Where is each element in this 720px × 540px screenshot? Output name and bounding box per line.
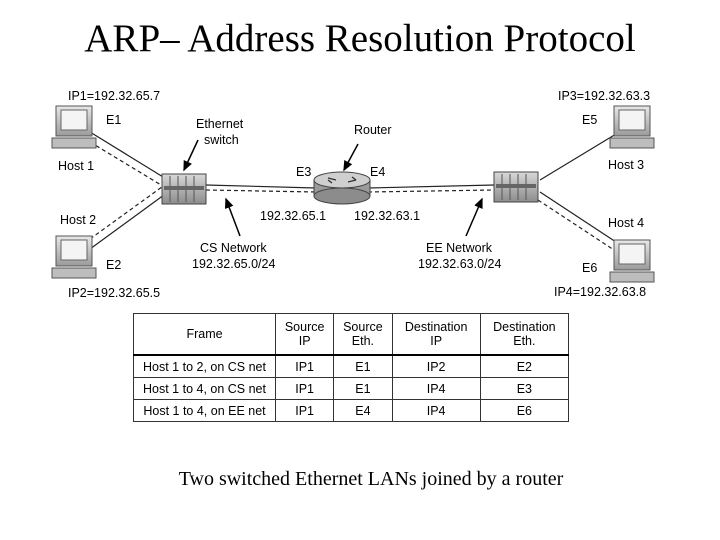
slide-caption: Two switched Ethernet LANs joined by a r… <box>178 468 564 490</box>
cell-source-eth: E1 <box>333 377 393 400</box>
ip1-label: IP1=192.32.65.7 <box>68 89 161 103</box>
arrow-ee-network <box>465 197 483 237</box>
header-destination-eth-line1: Destination <box>493 319 556 334</box>
arrow-router <box>343 143 359 172</box>
cell-destination-ip: IP4 <box>391 399 481 422</box>
cell-source-ip: IP1 <box>274 399 335 422</box>
table-row: Host 1 to 2, on CS net IP1 E1 IP2 E2 <box>133 354 570 378</box>
link-host1-switch1-dashed <box>89 141 167 189</box>
header-source-ip-line2: IP <box>298 334 311 348</box>
link-router-switch2 <box>367 184 495 189</box>
cell-destination-eth: E6 <box>479 399 570 422</box>
slide-title: ARP– Address Resolution Protocol <box>84 17 636 60</box>
host4-label: Host 4 <box>608 216 645 230</box>
table-row: Host 1 to 4, on EE net IP1 E4 IP4 E6 <box>133 399 570 422</box>
host2-computer-icon <box>51 235 97 279</box>
cell-source-eth: E1 <box>333 354 393 378</box>
arrow-cs-network <box>224 197 241 237</box>
header-destination-eth-line2: Eth. <box>513 334 536 348</box>
switch-ee-icon <box>493 171 539 203</box>
router-label: Router <box>354 123 392 137</box>
router-icon <box>313 171 371 205</box>
cell-destination-ip: IP4 <box>391 377 481 400</box>
ip4-label: IP4=192.32.63.8 <box>554 285 647 299</box>
link-host2-switch1 <box>89 191 169 250</box>
link-switch1-router-dashed <box>205 189 317 193</box>
e1-label: E1 <box>106 113 122 127</box>
link-host1-switch1 <box>89 131 169 181</box>
switch-cs-icon <box>161 173 207 205</box>
cell-frame: Host 1 to 4, on EE net <box>133 399 276 422</box>
router-ip-cs: 192.32.65.1 <box>260 209 327 223</box>
link-switch1-router <box>205 184 317 189</box>
link-switch2-host3 <box>539 133 617 181</box>
host3-computer-icon <box>609 105 655 149</box>
cell-source-ip: IP1 <box>274 377 335 400</box>
header-source-eth-line1: Source <box>343 319 383 334</box>
host2-label: Host 2 <box>60 213 97 227</box>
link-switch2-host4-dashed <box>537 199 615 251</box>
e3-label: E3 <box>296 165 312 179</box>
header-source-ip-line1: Source <box>284 319 325 334</box>
link-router-switch2-dashed <box>367 189 495 193</box>
network-diagram-graphics <box>51 105 655 283</box>
arrow-ethernet-switch <box>183 139 199 172</box>
ethernet-switch-label-line2: switch <box>204 133 239 147</box>
router-ip-ee: 192.32.63.1 <box>354 209 421 223</box>
table-row: Host 1 to 4, on CS net IP1 E1 IP4 E3 <box>133 377 570 400</box>
e6-label: E6 <box>582 261 598 275</box>
cell-frame: Host 1 to 2, on CS net <box>133 354 276 378</box>
network-diagram: IP1=192.32.65.7 E1 Host 1 Host 2 E2 IP2=… <box>48 84 680 304</box>
e4-label: E4 <box>370 165 386 179</box>
cell-destination-ip: IP2 <box>391 354 481 378</box>
cell-destination-eth: E3 <box>479 377 570 400</box>
link-host2-switch1-dashed <box>89 183 167 240</box>
cell-source-eth: E4 <box>333 399 393 422</box>
ethernet-switch-label-line1: Ethernet <box>196 117 244 131</box>
network-links <box>89 131 617 251</box>
host3-label: Host 3 <box>608 158 645 172</box>
pointer-arrows <box>183 139 483 237</box>
host4-computer-icon <box>609 239 655 283</box>
header-frame: Frame <box>133 313 276 356</box>
ip2-label: IP2=192.32.65.5 <box>68 286 161 300</box>
e2-label: E2 <box>106 258 122 272</box>
header-destination-ip-line1: Destination <box>404 319 468 334</box>
cell-frame: Host 1 to 4, on CS net <box>133 377 276 400</box>
e5-label: E5 <box>582 113 598 127</box>
header-source-eth-line2: Eth. <box>351 334 375 348</box>
header-destination-ip-line2: IP <box>430 334 443 348</box>
cell-source-ip: IP1 <box>274 354 335 378</box>
header-frame-text: Frame <box>186 326 223 341</box>
host1-label: Host 1 <box>58 159 95 173</box>
ip3-label: IP3=192.32.63.3 <box>558 89 651 103</box>
ee-network-address: 192.32.63.0/24 <box>418 257 502 271</box>
host1-computer-icon <box>51 105 97 149</box>
cs-network-label: CS Network <box>200 241 267 255</box>
cs-network-address: 192.32.65.0/24 <box>192 257 276 271</box>
link-switch2-host4 <box>539 191 617 243</box>
ee-network-label: EE Network <box>426 241 492 255</box>
cell-destination-eth: E2 <box>479 354 570 378</box>
